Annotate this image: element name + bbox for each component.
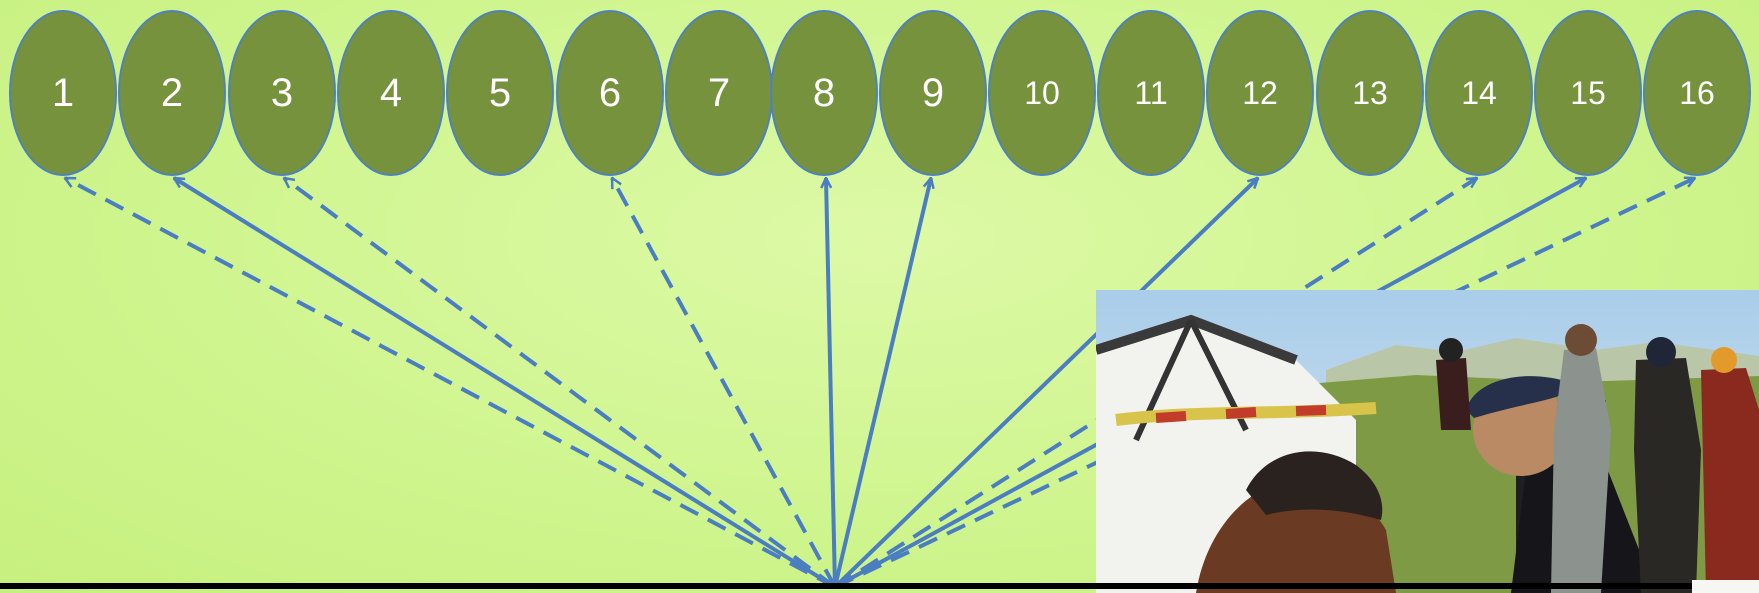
baseline-gap xyxy=(1692,580,1759,593)
node-ellipse xyxy=(446,10,554,176)
node-ellipse xyxy=(228,10,336,176)
arrow-to-node-9 xyxy=(833,178,931,588)
node-13: 13 xyxy=(1316,10,1424,176)
node-ellipse xyxy=(1425,10,1533,176)
node-10: 10 xyxy=(988,10,1096,176)
node-label: 12 xyxy=(1242,75,1278,111)
arrow-to-node-12 xyxy=(833,178,1258,589)
node-ellipse xyxy=(9,10,117,176)
node-label: 8 xyxy=(813,71,835,115)
node-label: 1 xyxy=(52,71,74,115)
node-label: 9 xyxy=(922,71,944,115)
node-label: 3 xyxy=(271,71,293,115)
node-label: 13 xyxy=(1352,75,1388,111)
node-16: 16 xyxy=(1643,10,1751,176)
node-7: 7 xyxy=(665,10,773,176)
node-label: 4 xyxy=(380,71,402,115)
node-1: 1 xyxy=(9,10,117,176)
node-12: 12 xyxy=(1206,10,1314,176)
node-ellipse xyxy=(1206,10,1314,176)
node-3: 3 xyxy=(228,10,336,176)
node-label: 11 xyxy=(1134,75,1167,111)
node-label: 6 xyxy=(599,71,621,115)
node-label: 7 xyxy=(708,71,730,115)
node-5: 5 xyxy=(446,10,554,176)
baseline-bar xyxy=(0,583,1692,589)
node-ellipse xyxy=(770,10,878,176)
node-ellipse xyxy=(988,10,1096,176)
node-15: 15 xyxy=(1534,10,1642,176)
node-ellipse xyxy=(1316,10,1424,176)
node-9: 9 xyxy=(879,10,987,176)
arrow-to-node-8 xyxy=(826,178,837,588)
node-ellipse xyxy=(879,10,987,176)
node-label: 10 xyxy=(1024,75,1060,111)
node-ellipse xyxy=(556,10,664,176)
node-label: 14 xyxy=(1461,75,1497,111)
node-2: 2 xyxy=(118,10,226,176)
node-label: 2 xyxy=(161,71,183,115)
node-11: 11 xyxy=(1097,10,1205,176)
node-6: 6 xyxy=(556,10,664,176)
node-label: 15 xyxy=(1570,75,1606,111)
node-ellipse xyxy=(337,10,445,176)
node-14: 14 xyxy=(1425,10,1533,176)
arrow-to-node-3 xyxy=(284,178,837,589)
arrow-to-node-2 xyxy=(174,176,837,589)
node-4: 4 xyxy=(337,10,445,176)
node-ellipse xyxy=(1643,10,1751,176)
herder-with-horse-photo xyxy=(1096,290,1759,593)
node-ellipse xyxy=(1534,10,1642,176)
node-8: 8 xyxy=(770,10,878,176)
node-ellipse xyxy=(1097,10,1205,176)
node-label: 5 xyxy=(489,71,511,115)
node-label: 16 xyxy=(1679,75,1715,111)
arrow-to-node-6 xyxy=(610,178,837,588)
arrow-to-node-1 xyxy=(65,176,836,589)
node-ellipse xyxy=(118,10,226,176)
